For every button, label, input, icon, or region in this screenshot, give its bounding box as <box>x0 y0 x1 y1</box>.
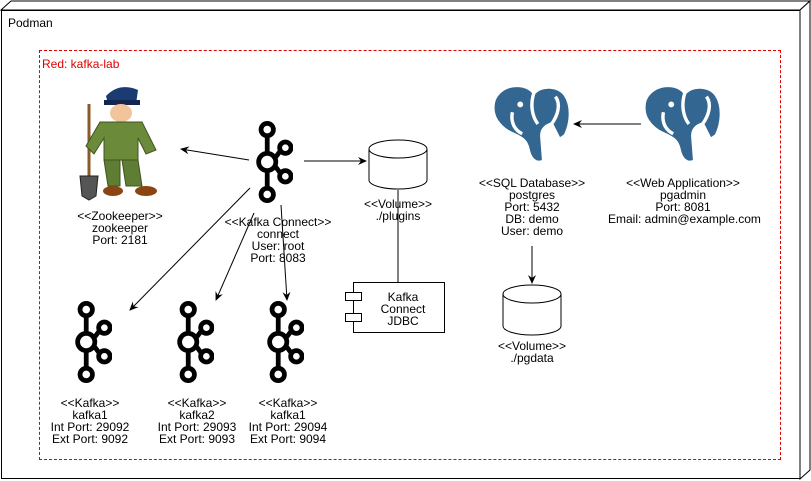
pgadmin-stereotype: <<Web Application>> <box>626 176 740 190</box>
connect-port: Port: 8083 <box>250 251 306 265</box>
pgadmin-label: <<Web Application>> pgadmin Port: 8081 E… <box>608 176 761 226</box>
pgadmin-email: Email: admin@example.com <box>608 212 761 226</box>
kafka-broker-3-label: <<Kafka>> kafka1 Int Port: 29094 Ext Por… <box>238 397 338 445</box>
kafka-broker-stereotype: <<Kafka>> <box>258 396 318 410</box>
plugins-volume-label: <<Volume>> ./plugins <box>348 198 448 222</box>
postgres-port: Port: 5432 <box>504 200 560 214</box>
postgres-stereotype: <<SQL Database>> <box>478 176 586 190</box>
arrow-connect-to-zookeeper <box>180 146 250 161</box>
kafka-broker-2-label: <<Kafka>> kafka2 Int Port: 29093 Ext Por… <box>147 397 247 445</box>
arrow-connect-to-kafka2 <box>215 212 255 301</box>
jdbc-uml-component-icon <box>345 282 445 333</box>
arrow-connect-to-kafka3 <box>280 204 291 301</box>
kafka-broker-ext-port: Ext Port: 9092 <box>51 432 129 446</box>
kafka-broker-ext-port: Ext Port: 9094 <box>249 432 327 446</box>
plugins-volume-stereotype: <<Volume>> <box>363 197 433 211</box>
kafka-broker-stereotype: <<Kafka>> <box>60 396 120 410</box>
jdbc-line3: JDBC <box>387 314 419 328</box>
kafka-broker-name: kafka2 <box>179 408 215 422</box>
zookeeper-mascot-icon <box>79 87 157 201</box>
kafka-logo-icon <box>180 303 212 380</box>
pgadmin-name: pgadmin <box>659 188 707 202</box>
postgres-db: DB: demo <box>505 212 559 226</box>
jdbc-line1: Kafka <box>387 290 419 304</box>
podman-label: Podman <box>8 16 53 30</box>
pgadmin-elephant-icon <box>642 83 724 165</box>
podman-node-front-face <box>1 10 801 479</box>
pgdata-volume-cylinder-icon <box>502 284 562 336</box>
postgres-label: <<SQL Database>> postgres Port: 5432 DB:… <box>472 177 592 237</box>
zookeeper-stereotype: <<Zookeeper>> <box>77 209 163 223</box>
kafka-logo-icon <box>270 303 302 380</box>
jdbc-component-label: Kafka Connect JDBC <box>362 291 444 327</box>
pgdata-volume-stereotype: <<Volume>> <box>497 339 567 353</box>
pgdata-volume-path: ./pgdata <box>510 351 554 365</box>
kafka-broker-1-label: <<Kafka>> kafka1 Int Port: 29092 Ext Por… <box>40 397 140 445</box>
arrow-connect-to-kafka1 <box>129 187 251 311</box>
zookeeper-port: Port: 2181 <box>92 233 148 247</box>
zookeeper-name: zookeeper <box>91 221 149 235</box>
kafka-connect-logo-icon <box>259 123 291 200</box>
postgres-elephant-icon <box>491 83 573 165</box>
zookeeper-label: <<Zookeeper>> zookeeper Port: 2181 <box>60 210 180 246</box>
kafka-broker-name: kafka1 <box>270 408 306 422</box>
kafka-broker-ext-port: Ext Port: 9093 <box>158 432 236 446</box>
kafka-broker-int-port: Int Port: 29093 <box>157 420 237 434</box>
connect-stereotype: <<Kafka Connect>> <box>224 215 332 229</box>
connect-user: User: root <box>251 239 305 253</box>
kafka-broker-stereotype: <<Kafka>> <box>167 396 227 410</box>
pgdata-volume-label: <<Volume>> ./pgdata <box>482 340 582 364</box>
kafka-logo-icon <box>78 303 110 380</box>
pgadmin-port: Port: 8081 <box>655 200 711 214</box>
plugins-volume-path: ./plugins <box>375 209 421 223</box>
network-label: Red: kafka-lab <box>42 57 120 71</box>
postgres-name: postgres <box>508 188 556 202</box>
postgres-user: User: demo <box>500 224 564 238</box>
plugins-volume-cylinder-icon <box>368 139 428 190</box>
kafka-broker-name: kafka1 <box>72 408 108 422</box>
kafka-broker-int-port: Int Port: 29094 <box>248 420 328 434</box>
jdbc-line2: Connect <box>380 302 426 316</box>
network-kafka-lab-boundary <box>39 50 781 460</box>
connect-name: connect <box>256 227 300 241</box>
connect-label: <<Kafka Connect>> connect User: root Por… <box>218 216 338 264</box>
kafka-broker-int-port: Int Port: 29092 <box>50 420 130 434</box>
